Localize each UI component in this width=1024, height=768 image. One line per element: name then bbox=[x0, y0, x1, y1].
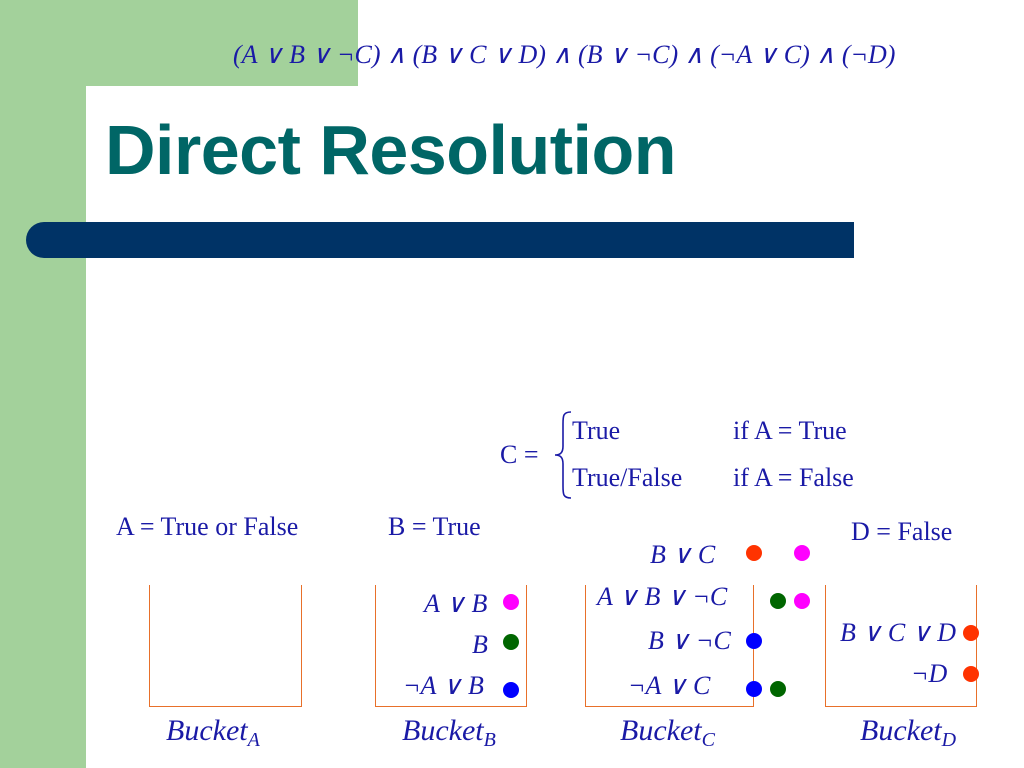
bucket-a-label: BucketA bbox=[166, 714, 260, 751]
c-def-row1-cond: if A = True bbox=[733, 416, 847, 445]
c-def-row1-value: True bbox=[572, 416, 621, 445]
assignment-b: B = True bbox=[388, 512, 481, 541]
cnf-formula: (A ∨ B ∨ ¬C) ∧ (B ∨ C ∨ D) ∧ (B ∨ ¬C) ∧ … bbox=[233, 40, 896, 69]
title-underline-bar bbox=[26, 222, 854, 258]
bucket-b-clause-3: ¬A ∨ B bbox=[403, 671, 484, 700]
bucket-b bbox=[375, 585, 527, 707]
green-dot bbox=[770, 593, 786, 609]
assignment-d: D = False bbox=[851, 517, 953, 546]
blue-dot bbox=[503, 682, 519, 698]
assignment-a: A = True or False bbox=[116, 512, 299, 541]
orange-dot bbox=[963, 625, 979, 641]
blue-dot bbox=[746, 633, 762, 649]
bucket-c-clause-4: ¬A ∨ C bbox=[628, 671, 711, 700]
bucket-b-clause-2: B bbox=[472, 630, 488, 659]
magenta-dot bbox=[794, 545, 810, 561]
bucket-c-clause-3: B ∨ ¬C bbox=[648, 626, 731, 655]
bucket-c-label: BucketC bbox=[620, 714, 715, 751]
magenta-dot bbox=[503, 594, 519, 610]
bucket-d-label: BucketD bbox=[860, 714, 957, 751]
bucket-d bbox=[825, 585, 977, 707]
orange-dot bbox=[746, 545, 762, 561]
bucket-c-clause-1: B ∨ C bbox=[650, 540, 716, 569]
green-dot bbox=[503, 634, 519, 650]
bucket-d-clause-1: B ∨ C ∨ D bbox=[840, 618, 957, 647]
c-def-lhs: C = bbox=[500, 440, 539, 469]
bucket-c-clause-2: A ∨ B ∨ ¬C bbox=[597, 582, 728, 611]
bucket-a bbox=[149, 585, 302, 707]
green-dot bbox=[770, 681, 786, 697]
green-top-band bbox=[86, 0, 358, 86]
slide-panel bbox=[86, 86, 1024, 768]
bucket-d-clause-2: ¬D bbox=[911, 659, 948, 688]
green-side-strip bbox=[0, 0, 86, 768]
blue-dot bbox=[746, 681, 762, 697]
orange-dot bbox=[963, 666, 979, 682]
c-def-row2-value: True/False bbox=[572, 463, 683, 492]
magenta-dot bbox=[794, 593, 810, 609]
curly-brace-icon bbox=[554, 411, 572, 499]
slide-title: Direct Resolution bbox=[105, 111, 677, 189]
bucket-b-clause-1: A ∨ B bbox=[424, 589, 488, 618]
c-def-row2-cond: if A = False bbox=[733, 463, 854, 492]
bucket-b-label: BucketB bbox=[402, 714, 496, 751]
